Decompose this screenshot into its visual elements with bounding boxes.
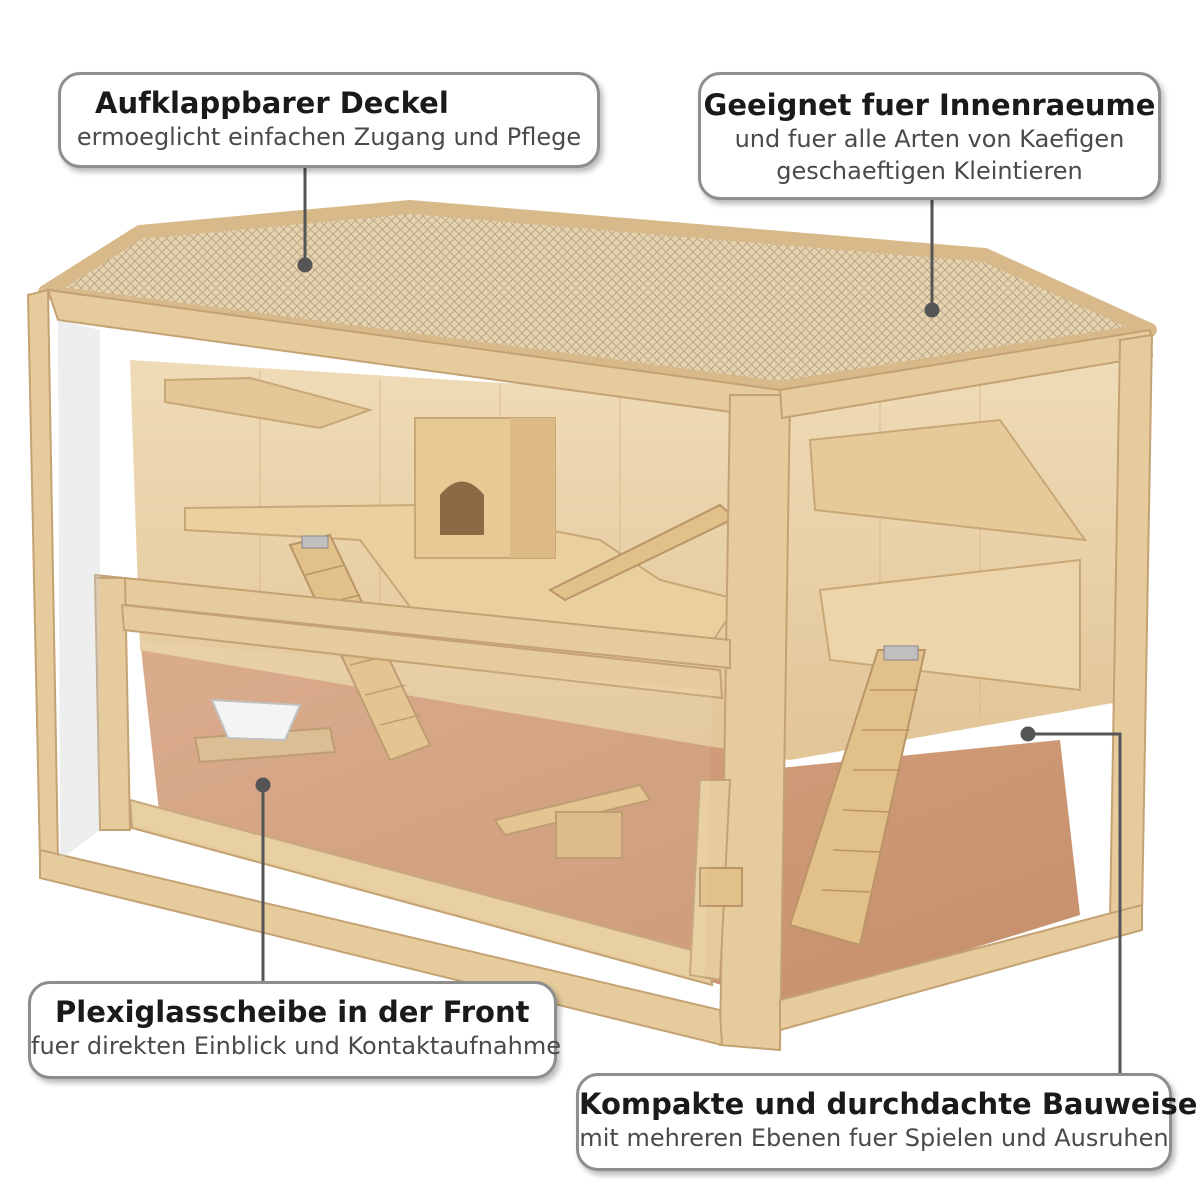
callout-front-subtitle: fuer direkten Einblick und Kontaktaufnah… (31, 1032, 561, 1060)
callout-indoor: Geeignet fuer Innenraeume und fuer alle … (698, 72, 1161, 200)
upper-shelf (164, 376, 374, 430)
front-frame (26, 288, 1154, 1052)
callout-indoor-line2: geschaeftigen Kleintieren (776, 157, 1083, 185)
callout-lid: Aufklappbarer Deckel ermoeglicht einfach… (58, 72, 600, 168)
callout-build-subtitle: mit mehreren Ebenen fuer Spielen und Aus… (579, 1124, 1169, 1152)
callout-front-title: Plexiglasscheibe in der Front (55, 995, 530, 1029)
plexiglass-front (130, 640, 712, 980)
latch (699, 867, 743, 907)
callout-lid-subtitle: ermoeglicht einfachen Zugang und Pflege (76, 123, 582, 151)
small-box (555, 811, 623, 859)
callout-front: Plexiglasscheibe in der Front fuer direk… (28, 981, 561, 1079)
callout-lid-title: Aufklappbarer Deckel (95, 86, 449, 120)
leader-lines (255, 168, 1122, 1073)
callout-indoor-title: Geeignet fuer Innenraeume (703, 88, 1156, 122)
seesaw (493, 783, 652, 837)
callout-build: Kompakte und durchdachte Bauweise mit me… (576, 1073, 1198, 1171)
callout-build-title: Kompakte und durchdachte Bauweise (579, 1087, 1198, 1121)
wooden-house (414, 417, 556, 559)
callout-indoor-line1: und fuer alle Arten von Kaefigen (734, 125, 1125, 153)
food-bowl (193, 698, 337, 764)
right-upper-shelf (808, 418, 1088, 542)
